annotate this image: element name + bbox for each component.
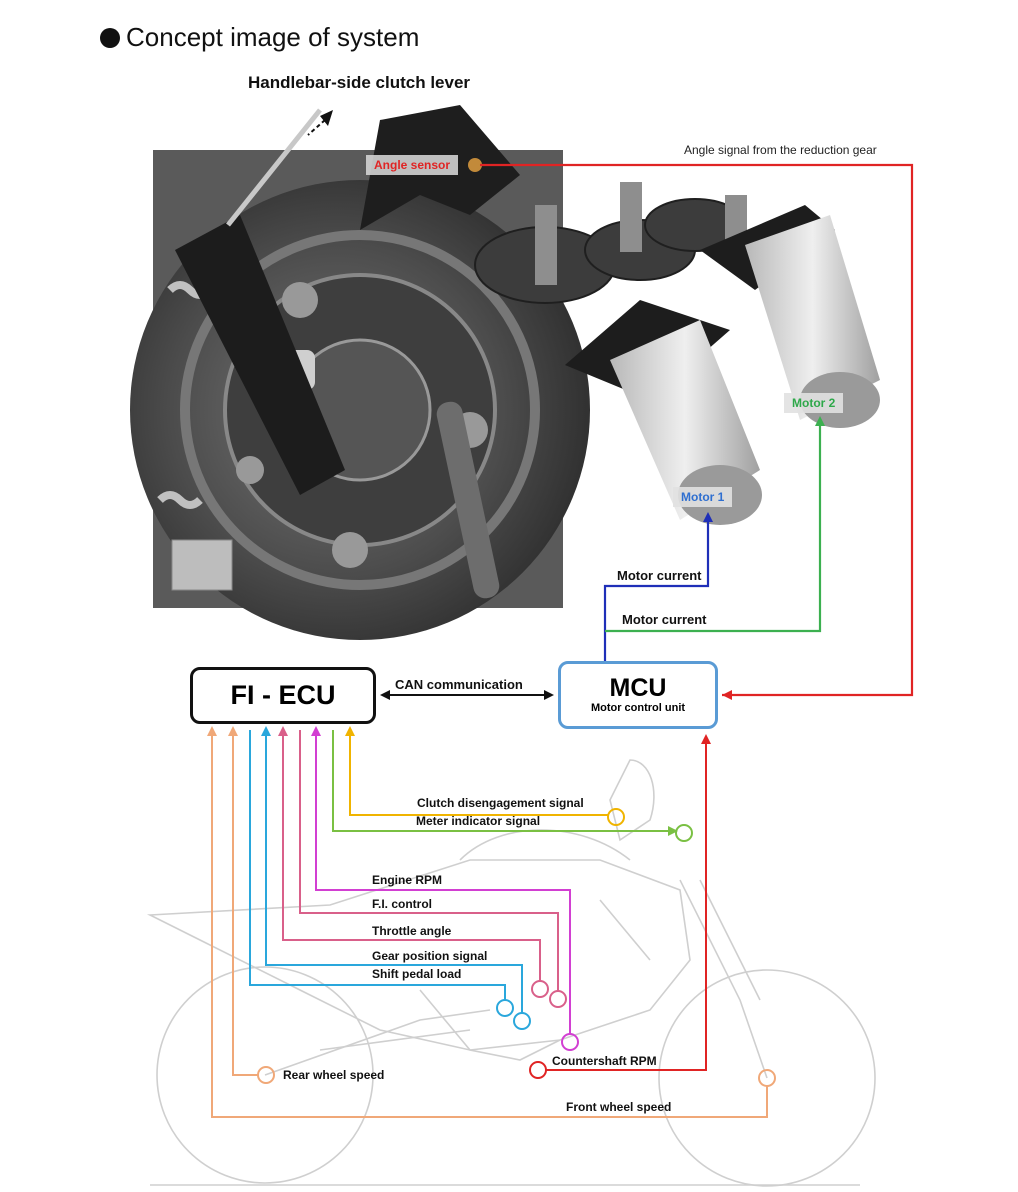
- motor1-label: Motor 1: [673, 487, 733, 507]
- can-arrow-left: [380, 690, 390, 700]
- rear-wheel-line: [232, 732, 258, 1076]
- motor1-current-arrow: [703, 512, 713, 522]
- clutch-signal-label: Clutch disengagement signal: [417, 796, 584, 810]
- motor2-label: Motor 2: [784, 393, 844, 413]
- front-wheel-label: Front wheel speed: [566, 1100, 672, 1114]
- throttle-line: [282, 732, 541, 982]
- shift-load-line: [249, 730, 506, 1000]
- clutch-signal-line: [349, 732, 608, 816]
- fi-ecu-box: FI - ECU: [190, 667, 376, 724]
- meter-marker: [675, 824, 693, 842]
- throttle-label: Throttle angle: [372, 924, 452, 938]
- shift-load-marker: [496, 999, 514, 1017]
- engine-rpm-marker: [561, 1033, 579, 1051]
- motor-current-label-2: Motor current: [622, 612, 707, 627]
- meter-signal-line: [332, 730, 675, 832]
- clutch-lever-arm: [175, 215, 345, 495]
- countershaft-marker: [529, 1061, 547, 1079]
- handlebar-direction-line: [307, 119, 326, 136]
- motor2-current-arrow: [815, 416, 825, 426]
- motor2-current-line: [605, 420, 822, 633]
- page-title-text: Concept image of system: [126, 22, 420, 52]
- handlebar-arrow-icon: [320, 110, 333, 126]
- throttle-marker: [531, 980, 549, 998]
- clutch-cable: [226, 108, 322, 227]
- fi-control-marker: [549, 990, 567, 1008]
- mcu-title: MCU: [609, 674, 667, 702]
- gear-position-line: [265, 732, 523, 1014]
- handlebar-label: Handlebar-side clutch lever: [248, 73, 471, 92]
- bullet-icon: [100, 27, 120, 48]
- countershaft-line: [545, 740, 707, 1071]
- fi-ecu-title: FI - ECU: [230, 680, 336, 710]
- meter-signal-label: Meter indicator signal: [416, 814, 541, 828]
- mcu-subtitle: Motor control unit: [590, 702, 686, 714]
- clutch-switch-marker: [607, 808, 625, 826]
- angle-sensor-label: Angle sensor: [366, 155, 459, 175]
- angle-signal-label: Angle signal from the reduction gear: [684, 143, 877, 157]
- mcu-box: MCU Motor control unit: [558, 661, 718, 729]
- fi-control-label: F.I. control: [372, 897, 432, 911]
- fi-control-line: [299, 730, 559, 992]
- countershaft-label: Countershaft RPM: [552, 1054, 657, 1068]
- gear-position-label: Gear position signal: [372, 949, 488, 963]
- engine-rpm-line: [315, 732, 571, 1034]
- shift-load-label: Shift pedal load: [372, 967, 462, 981]
- clutch-mechanism-illustration: [130, 105, 880, 640]
- rear-wheel-marker: [257, 1066, 275, 1084]
- engine-rpm-label: Engine RPM: [372, 873, 443, 887]
- can-label: CAN communication: [395, 677, 523, 692]
- angle-signal-line: [480, 163, 914, 697]
- motor1-current-line: [603, 516, 710, 661]
- gear-position-marker: [513, 1012, 531, 1030]
- page-title: Concept image of system: [100, 22, 419, 53]
- angle-signal-arrow: [722, 690, 732, 700]
- can-arrow-right: [544, 690, 554, 700]
- motor-current-label-1: Motor current: [617, 568, 702, 583]
- front-wheel-marker: [758, 1069, 776, 1087]
- front-wheel-line: [211, 732, 768, 1118]
- rear-wheel-label: Rear wheel speed: [283, 1068, 385, 1082]
